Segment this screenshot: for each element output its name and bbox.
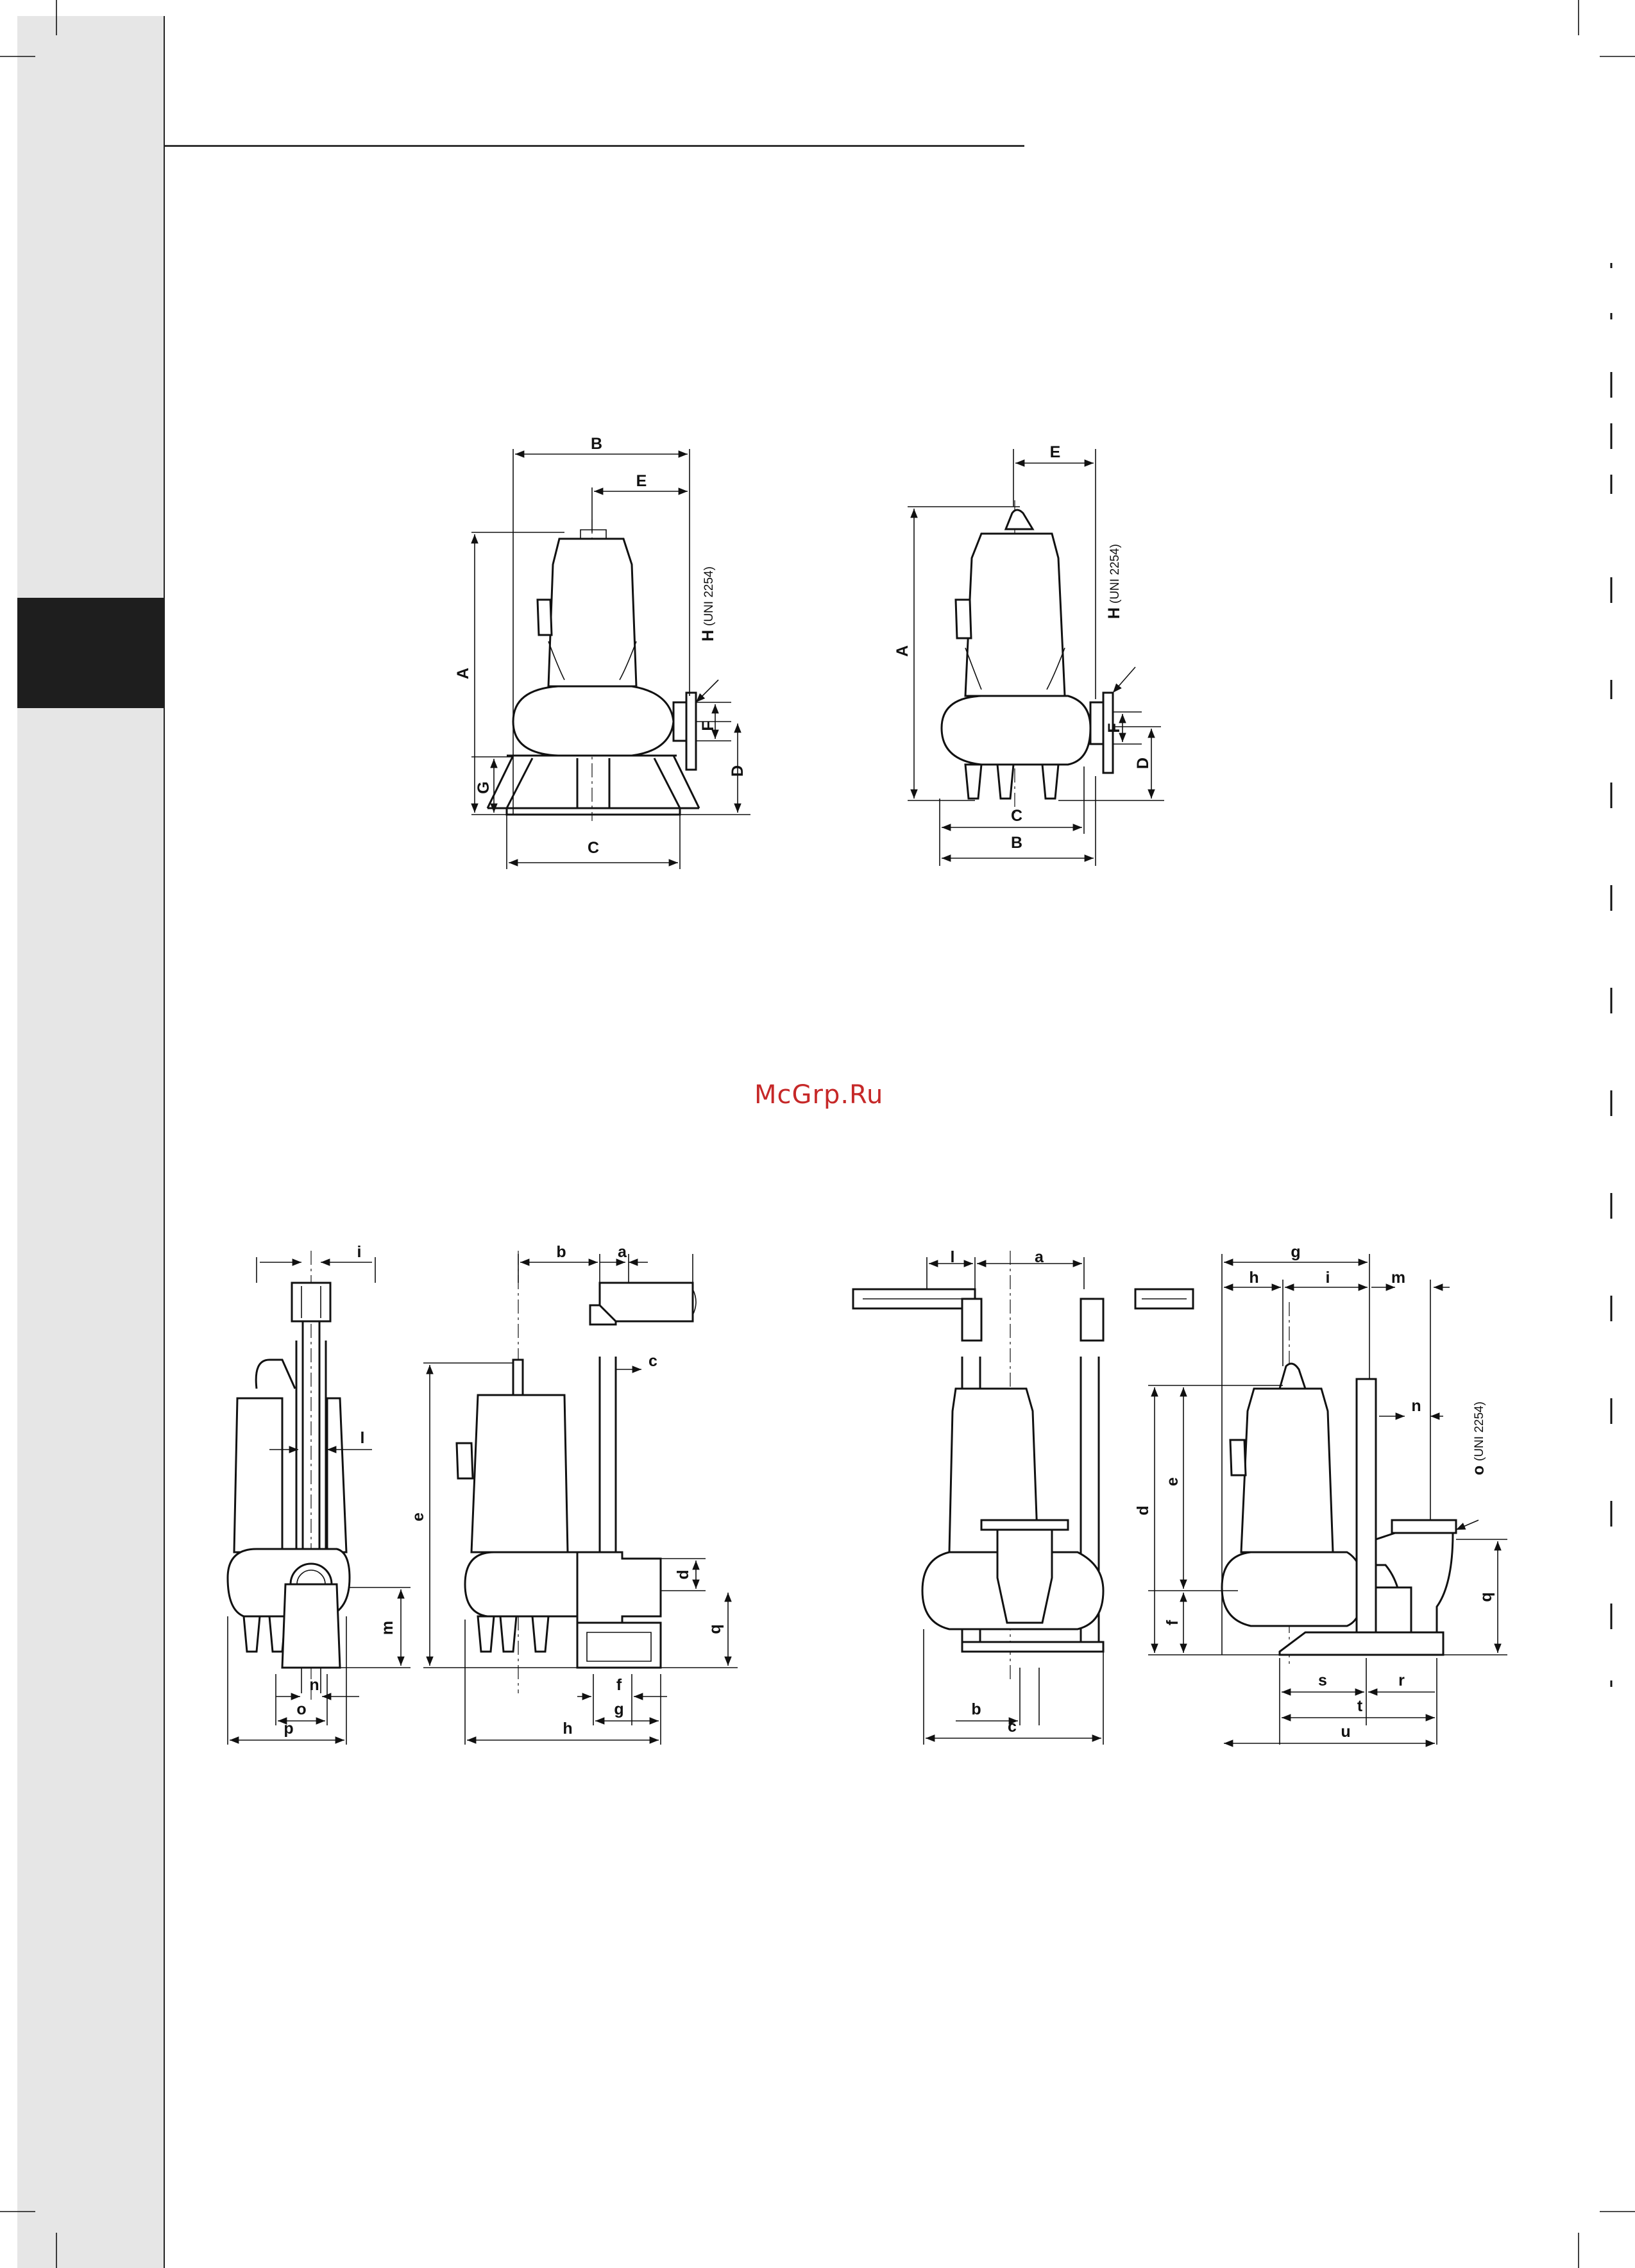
dim-label-A: A xyxy=(894,645,911,657)
dim-label-f: f xyxy=(616,1676,622,1694)
dim-label-m: m xyxy=(1391,1269,1405,1287)
watermark: McGrp.Ru xyxy=(754,1080,883,1110)
dim-label-e: e xyxy=(1164,1477,1182,1486)
dim-label-c: c xyxy=(648,1352,657,1370)
dim-label-p: p xyxy=(284,1720,293,1738)
svg-text:(UNI 2254): (UNI 2254) xyxy=(702,566,716,626)
svg-text:H: H xyxy=(699,630,717,641)
dim-label-d: d xyxy=(674,1570,692,1579)
flange-spec-o: o (UNI 2254) xyxy=(1470,1401,1487,1475)
dim-label-D: D xyxy=(1134,757,1152,769)
dim-label-F: F xyxy=(1105,723,1123,732)
dim-label-E: E xyxy=(636,472,647,490)
dim-label-s: s xyxy=(1318,1671,1327,1689)
dim-label-o: o xyxy=(296,1700,306,1718)
pump-drawing-base-rail-front xyxy=(853,1251,1193,1745)
dim-label-u: u xyxy=(1341,1723,1350,1741)
dim-label-i: i xyxy=(1326,1269,1330,1287)
dim-label-A: A xyxy=(454,668,472,679)
dim-label-n: n xyxy=(1411,1397,1421,1415)
dim-label-h: h xyxy=(563,1720,572,1738)
svg-text:(UNI 2254): (UNI 2254) xyxy=(1108,544,1122,604)
dim-label-B: B xyxy=(1011,834,1022,852)
dim-label-q: q xyxy=(706,1624,724,1634)
dim-label-h: h xyxy=(1249,1269,1258,1287)
pump-drawing-base-rail-side xyxy=(1148,1254,1507,1745)
dim-label-c: c xyxy=(1008,1718,1017,1736)
dim-label-D: D xyxy=(729,765,747,777)
flange-spec-H: H (UNI 2254) xyxy=(699,566,717,641)
dim-label-f: f xyxy=(1164,1620,1182,1625)
dim-label-C: C xyxy=(1011,807,1022,825)
dim-label-l: l xyxy=(951,1248,955,1266)
svg-text:H: H xyxy=(1105,607,1123,619)
pump-drawing-stand-mounted xyxy=(471,449,750,869)
dim-label-l: l xyxy=(360,1429,365,1447)
flange-spec-H: H (UNI 2254) xyxy=(1105,544,1123,619)
dim-label-m: m xyxy=(378,1621,396,1635)
dim-label-b: b xyxy=(556,1243,566,1261)
dim-label-d: d xyxy=(1134,1505,1152,1515)
dim-label-i: i xyxy=(357,1243,362,1261)
dim-label-b: b xyxy=(971,1700,981,1718)
dim-label-C: C xyxy=(588,839,599,857)
svg-text:(UNI 2254): (UNI 2254) xyxy=(1473,1401,1486,1461)
dim-label-g: g xyxy=(1291,1243,1300,1261)
svg-text:o: o xyxy=(1470,1466,1487,1475)
dim-label-n: n xyxy=(309,1676,319,1694)
dim-label-q: q xyxy=(1477,1592,1495,1602)
dim-label-E: E xyxy=(1050,443,1061,461)
dim-label-G: G xyxy=(475,781,493,793)
dim-label-B: B xyxy=(591,435,602,453)
dim-label-a: a xyxy=(1035,1248,1044,1266)
dim-label-e: e xyxy=(409,1512,427,1521)
pump-drawing-free-standing xyxy=(908,449,1164,866)
pump-drawing-guide-rail-front xyxy=(228,1251,411,1745)
dim-label-g: g xyxy=(614,1700,623,1718)
dim-label-r: r xyxy=(1398,1671,1405,1689)
dim-label-t: t xyxy=(1357,1697,1363,1715)
pump-drawing-guide-rail-side xyxy=(423,1251,738,1745)
dim-label-a: a xyxy=(618,1243,627,1261)
dim-label-F: F xyxy=(699,721,717,731)
